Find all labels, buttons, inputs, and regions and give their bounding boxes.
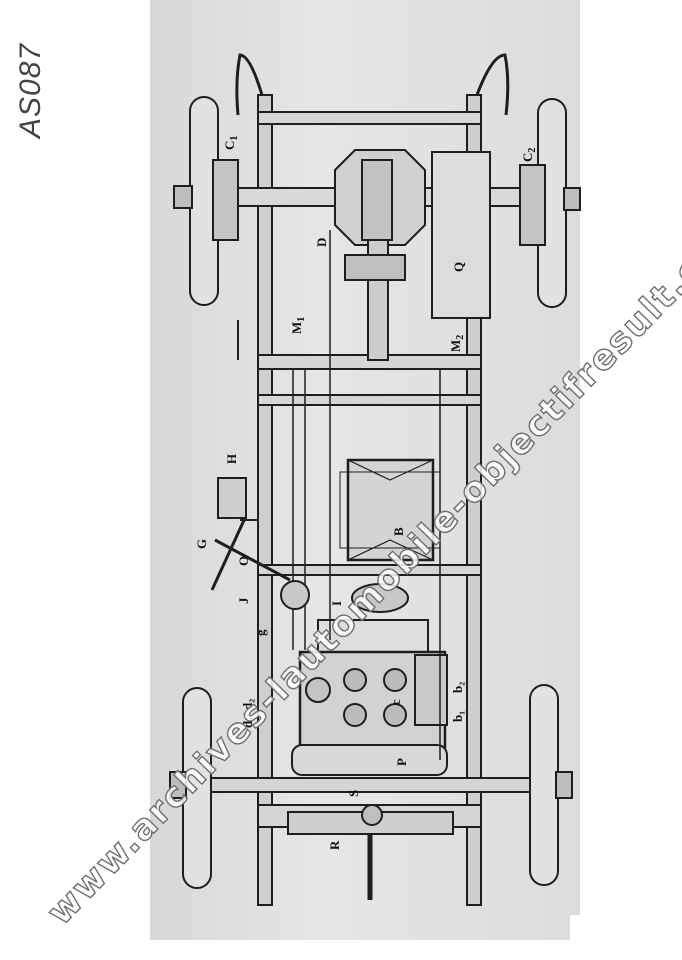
label-g: G	[194, 539, 209, 549]
carburettor	[305, 677, 331, 703]
bevel-gear-d	[344, 254, 406, 281]
rear-hub-right	[563, 187, 581, 211]
fan-s	[361, 804, 383, 826]
cylinder-4	[383, 703, 407, 727]
catalog-number: AS087	[14, 42, 47, 138]
label-i: I	[329, 601, 344, 606]
rear-horn-left	[235, 53, 264, 116]
label-b1: b₁	[450, 711, 465, 722]
label-b2: b₂	[450, 682, 465, 693]
cylinder-2	[383, 668, 407, 692]
front-wheel-right	[529, 684, 559, 886]
hand-lever-h	[217, 477, 247, 519]
clutch	[351, 583, 409, 613]
label-m1: M1	[289, 317, 307, 334]
differential-core	[361, 159, 393, 241]
cross-member-gear	[257, 394, 482, 406]
front-hub-right	[555, 771, 573, 799]
frame-left-rail	[257, 94, 273, 906]
label-p: P	[394, 758, 409, 766]
label-d1-d2: d₁/ d₂	[240, 699, 255, 728]
lever-g	[210, 517, 247, 591]
gearbox-b	[346, 458, 435, 562]
label-c-small: c	[388, 699, 403, 705]
crankcase-p	[291, 744, 448, 776]
brake-drum-c2	[519, 164, 546, 246]
label-j: J	[236, 597, 251, 604]
label-o: O	[236, 556, 251, 566]
exhaust-manifold	[414, 654, 448, 726]
label-s: S	[346, 790, 361, 797]
steering-box-j	[280, 580, 310, 610]
front-axle	[199, 777, 531, 793]
cross-member-engine	[257, 564, 482, 576]
cross-member-rear	[257, 111, 482, 125]
cylinder-3	[343, 703, 367, 727]
label-c1: C1	[222, 136, 240, 150]
label-g-small: g	[253, 629, 268, 636]
tank-q	[431, 151, 491, 319]
label-r: R	[327, 840, 342, 850]
flywheel	[317, 619, 429, 653]
cylinder-1	[343, 668, 367, 692]
rear-hub-left	[173, 185, 193, 209]
plate-corner	[570, 915, 588, 945]
label-m2: M2	[448, 335, 466, 352]
label-h: H	[224, 454, 239, 464]
label-c2: C2	[520, 148, 538, 162]
brake-drum-c1	[212, 159, 239, 241]
front-hub-left	[169, 771, 187, 799]
label-b: B	[391, 527, 406, 536]
label-d: D	[314, 238, 329, 247]
steering-column	[214, 538, 291, 582]
rear-horn-right	[475, 53, 510, 116]
label-q: Q	[451, 262, 466, 272]
